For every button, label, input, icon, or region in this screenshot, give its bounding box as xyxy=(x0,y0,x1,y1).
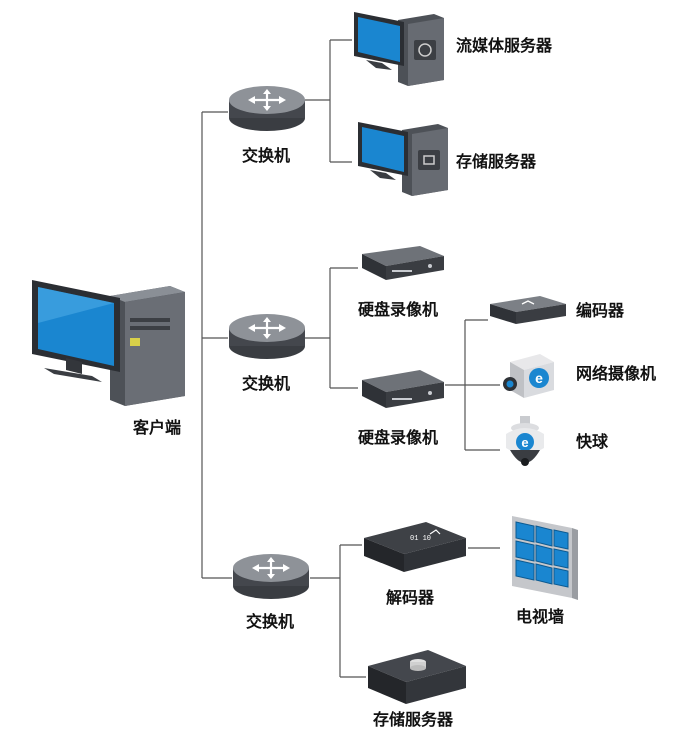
speed-dome[interactable]: e xyxy=(500,414,550,476)
storage-server-1-label: 存储服务器 xyxy=(456,152,537,171)
video-wall-icon xyxy=(512,516,578,600)
decoder[interactable]: 01 10 xyxy=(362,520,468,574)
decoder-label: 解码器 xyxy=(386,588,435,607)
encoder[interactable] xyxy=(488,294,568,328)
network-camera-icon: e xyxy=(503,354,554,398)
video-wall[interactable] xyxy=(508,514,580,600)
decoder-device-icon: 01 10 xyxy=(364,522,466,572)
dvr-recorder-icon xyxy=(362,246,444,280)
client-label: 客户端 xyxy=(133,418,182,437)
network-camera-label: 网络摄像机 xyxy=(576,364,657,383)
encoder-device-icon xyxy=(490,296,566,324)
storage-server-1[interactable] xyxy=(356,120,452,198)
client-computer[interactable] xyxy=(30,278,190,406)
desktop-computer-icon xyxy=(32,280,185,406)
dvr-2[interactable] xyxy=(358,368,446,412)
switch-3[interactable] xyxy=(232,552,310,600)
switch-3-label: 交换机 xyxy=(246,612,295,631)
server-computer-icon xyxy=(358,122,448,196)
storage-server-2-label: 存储服务器 xyxy=(373,710,454,729)
switch-1[interactable] xyxy=(228,84,306,132)
dvr-recorder-icon xyxy=(362,370,444,408)
switch-2[interactable] xyxy=(228,312,306,360)
network-camera[interactable]: e xyxy=(500,352,556,402)
encoder-label: 编码器 xyxy=(576,301,625,320)
svg-text:e: e xyxy=(521,435,528,450)
dvr-2-label: 硬盘录像机 xyxy=(358,428,439,447)
server-computer-icon xyxy=(354,12,444,86)
switch-2-label: 交换机 xyxy=(242,374,291,393)
router-switch-icon xyxy=(229,314,305,359)
video-wall-label: 电视墙 xyxy=(516,607,565,626)
streaming-server-label: 流媒体服务器 xyxy=(456,36,553,55)
switch-1-label: 交换机 xyxy=(242,146,291,165)
svg-text:e: e xyxy=(535,370,543,386)
streaming-server[interactable] xyxy=(352,10,448,88)
router-switch-icon xyxy=(229,86,305,131)
rack-storage-server-icon xyxy=(368,650,466,704)
router-switch-icon xyxy=(233,554,309,599)
speed-dome-label: 快球 xyxy=(576,432,609,451)
dvr-1[interactable] xyxy=(358,244,446,284)
speed-dome-camera-icon: e xyxy=(506,416,544,466)
storage-server-2[interactable] xyxy=(366,648,468,706)
decoder-badge-text: 01 10 xyxy=(410,535,431,543)
dvr-1-label: 硬盘录像机 xyxy=(358,300,439,319)
